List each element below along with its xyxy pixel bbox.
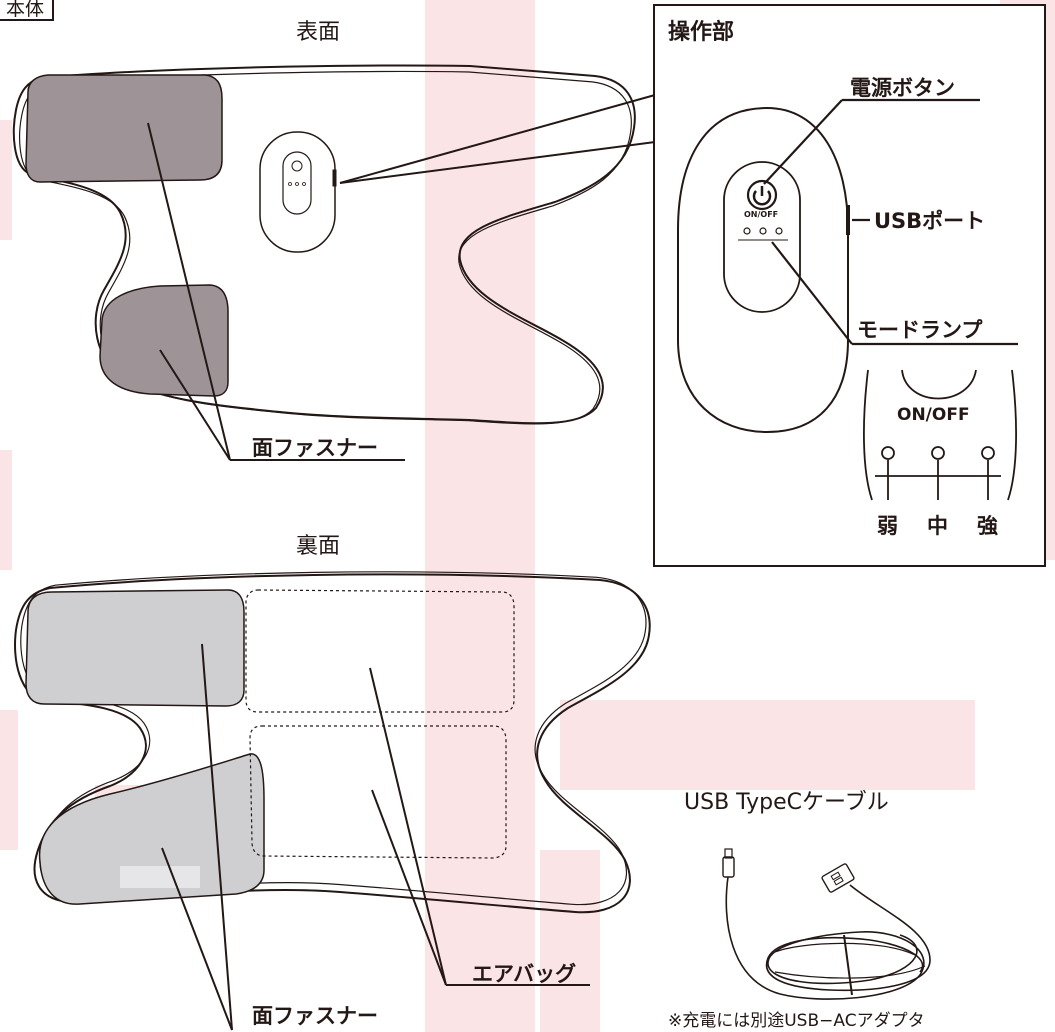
cable-note: ※充電には別途USB−ACアダプタ bbox=[668, 1011, 925, 1031]
lamp-detail bbox=[863, 369, 1017, 501]
back-fastener-label: 面ファスナー bbox=[252, 1004, 378, 1028]
lamp-onoff-text: ON/OFF bbox=[897, 405, 970, 425]
panel-leaders bbox=[763, 98, 1018, 346]
zoom-lines bbox=[339, 94, 656, 184]
panel-onoff-text-small: ON/OFF bbox=[744, 210, 779, 219]
airbag-label: エアバッグ bbox=[472, 962, 577, 986]
back-fastener-bottom bbox=[38, 753, 265, 905]
usb-port-label: USBポート bbox=[874, 209, 986, 233]
cable-title: USB TypeCケーブル bbox=[684, 790, 889, 815]
front-control-unit bbox=[259, 131, 337, 253]
control-unit-zoom bbox=[677, 106, 850, 434]
front-fastener-bottom bbox=[99, 284, 229, 397]
power-button-label: 電源ボタン bbox=[850, 76, 955, 100]
lamp-level-strong: 強 bbox=[977, 514, 998, 538]
back-title: 裏面 bbox=[296, 534, 341, 559]
section-tag: 本体 bbox=[6, 0, 45, 20]
back-fastener-mark bbox=[120, 866, 200, 888]
usb-cable-illustration bbox=[722, 848, 931, 1000]
front-fastener-label: 面ファスナー bbox=[252, 436, 378, 460]
lamp-level-medium: 中 bbox=[927, 514, 948, 538]
front-fastener-top bbox=[25, 74, 223, 183]
section-tag-box bbox=[0, 0, 54, 21]
airbag-outlines bbox=[245, 589, 515, 859]
front-title: 表面 bbox=[296, 20, 341, 45]
control-panel-title: 操作部 bbox=[668, 20, 735, 45]
control-panel-box bbox=[653, 4, 1046, 567]
front-body-outline bbox=[12, 64, 636, 425]
mode-lamp-label: モードランプ bbox=[857, 318, 983, 342]
front-fastener-leaders bbox=[147, 122, 405, 461]
back-fastener-top bbox=[25, 589, 245, 707]
back-leaders bbox=[161, 643, 590, 1031]
lamp-level-weak: 弱 bbox=[877, 514, 898, 538]
back-body-outline bbox=[14, 571, 651, 914]
